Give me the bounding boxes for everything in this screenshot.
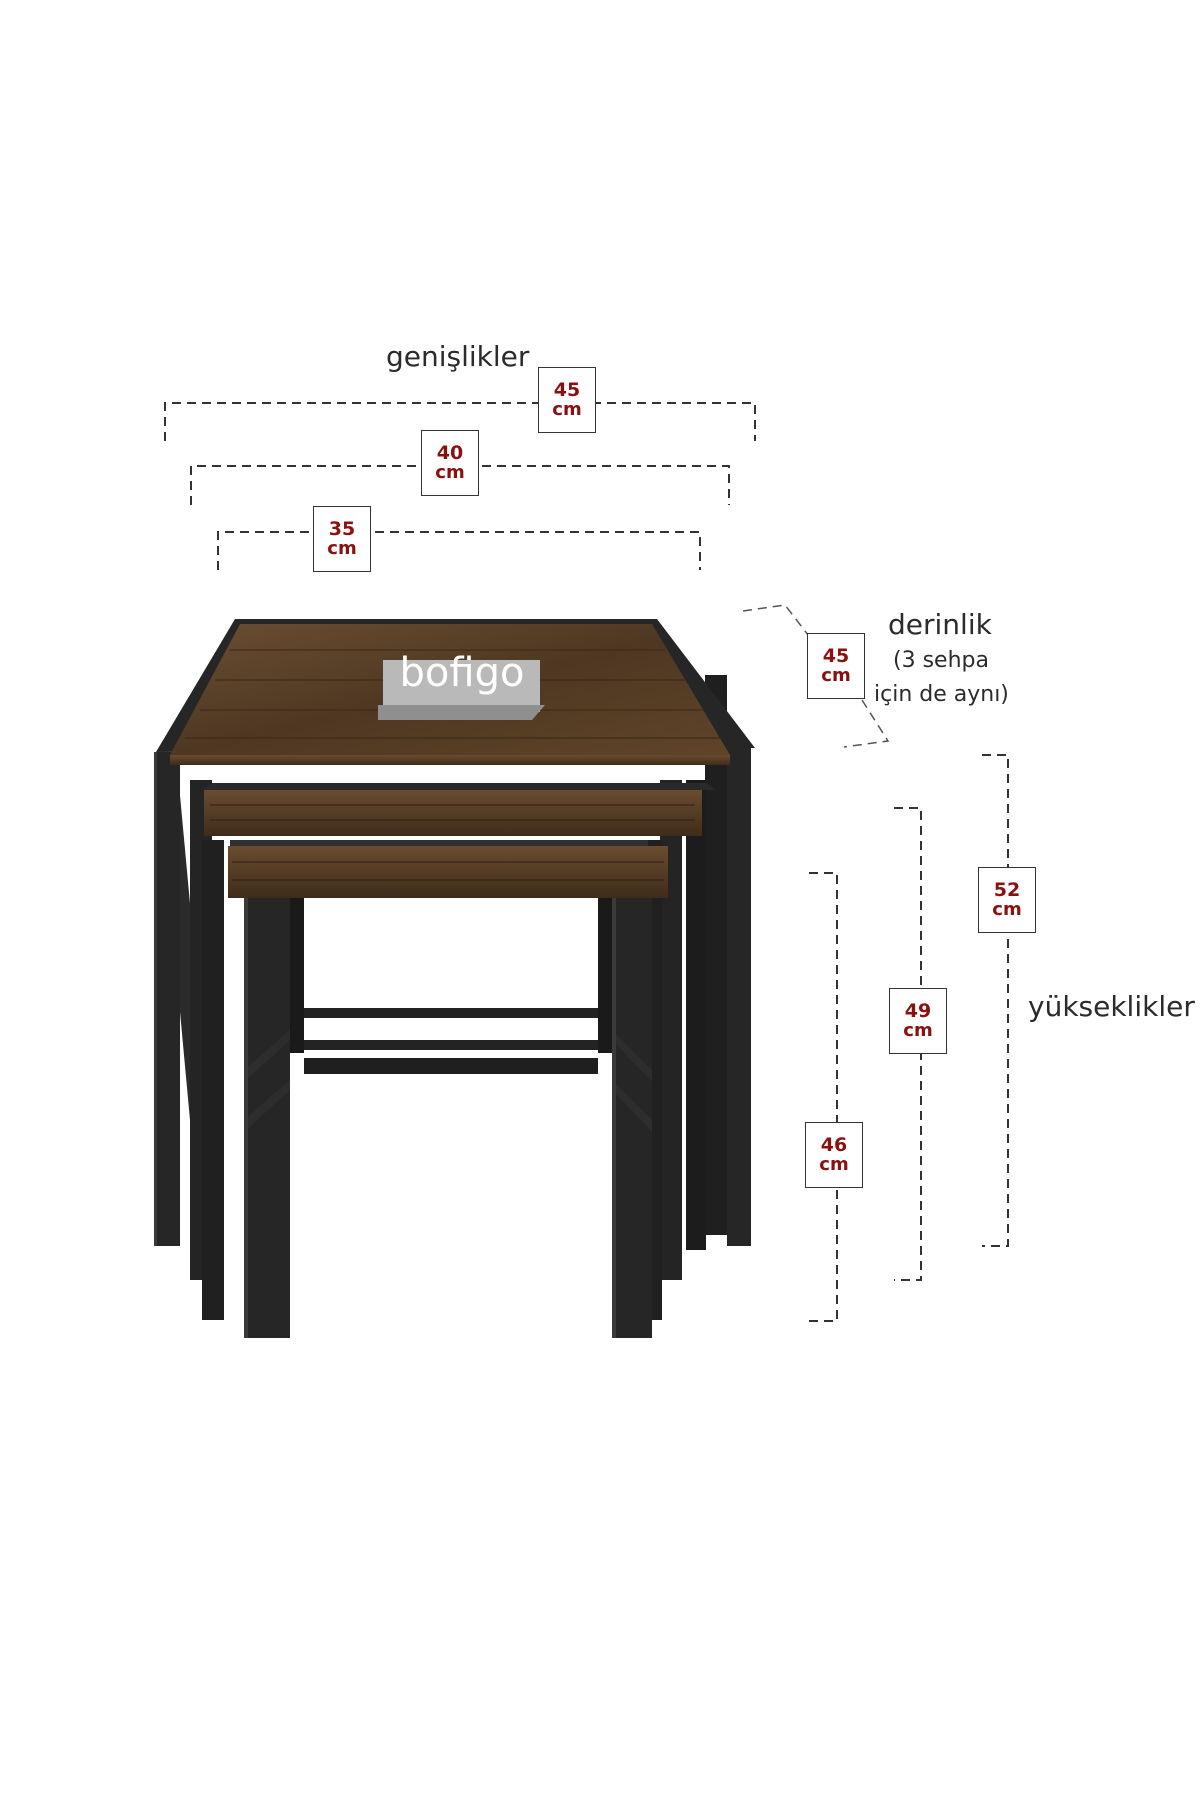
depth-title: derinlik (888, 608, 992, 641)
height-unit: cm (992, 899, 1022, 920)
height-52-box: 52 cm (978, 867, 1036, 933)
width-value: 45 (553, 379, 581, 401)
width-unit: cm (552, 399, 582, 420)
height-unit: cm (819, 1154, 849, 1175)
depth-unit: cm (821, 665, 851, 686)
depth-note-line1: (3 sehpa (893, 648, 989, 673)
width-value: 35 (328, 518, 356, 540)
width-45-box: 45 cm (538, 367, 596, 433)
brand-logo-text: bofigo (399, 650, 525, 696)
height-49-box: 49 cm (889, 988, 947, 1054)
width-35-box: 35 cm (313, 506, 371, 572)
widths-title: genişlikler (386, 340, 530, 373)
depth-value: 45 (822, 645, 850, 667)
depth-note-line2: için de aynı) (874, 682, 1009, 707)
width-unit: cm (435, 462, 465, 483)
width-unit: cm (327, 538, 357, 559)
height-value: 49 (904, 1000, 932, 1022)
width-40-box: 40 cm (421, 430, 479, 496)
height-value: 46 (820, 1134, 848, 1156)
heights-title: yükseklikler (1028, 990, 1195, 1023)
nesting-tables (154, 619, 755, 1338)
height-46-box: 46 cm (805, 1122, 863, 1188)
height-unit: cm (903, 1020, 933, 1041)
depth-dimension-lines (742, 604, 890, 748)
brand-plaque (378, 660, 545, 720)
height-value: 52 (993, 879, 1021, 901)
width-value: 40 (436, 442, 464, 464)
depth-45-box: 45 cm (807, 633, 865, 699)
